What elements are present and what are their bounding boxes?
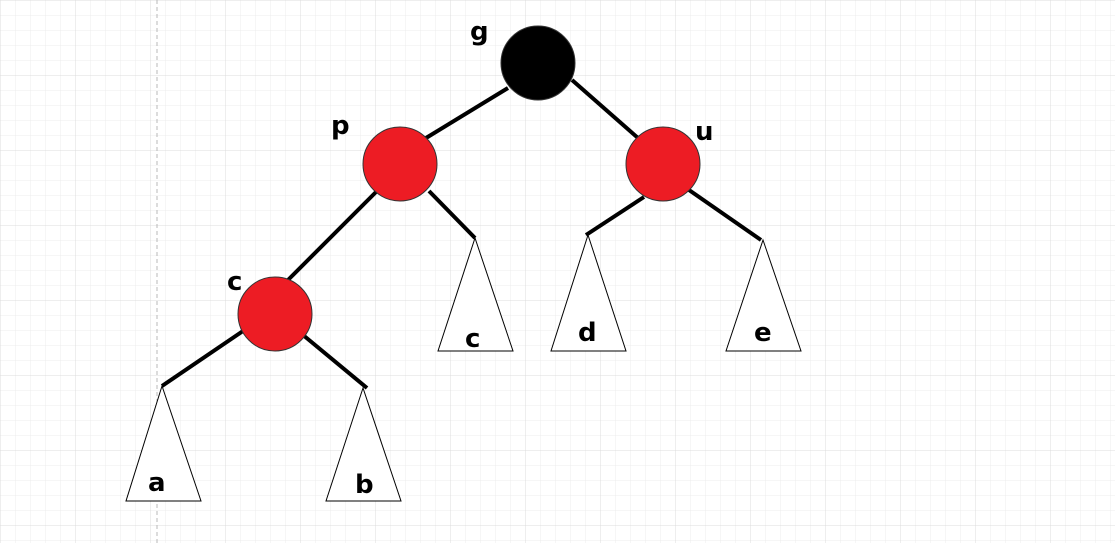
node-c-circle (237, 276, 313, 352)
edge-p-c (285, 190, 378, 283)
edge-c-subtree-b (301, 333, 369, 390)
subtree-c-triangle (437, 236, 514, 352)
subtree-b-triangle (325, 386, 402, 502)
subtree-e-triangle (725, 238, 802, 352)
subtree-a-triangle (125, 384, 202, 502)
subtree-a-label: a (148, 468, 166, 498)
edge-u-subtree-d (584, 195, 646, 237)
edge-p-subtree-c (427, 189, 477, 240)
subtree-c-label: c (465, 324, 480, 354)
node-g-circle (500, 25, 576, 101)
node-g-label: g (470, 17, 489, 47)
edges (160, 78, 763, 390)
subtrees (125, 233, 802, 502)
edge-c-subtree-a (160, 329, 245, 388)
node-c-label: c (227, 267, 242, 297)
subtree-e-label: e (754, 318, 772, 348)
subtree-d-triangle (550, 233, 627, 352)
subtree-d-label: d (578, 318, 597, 348)
edge-g-p (424, 86, 510, 140)
edge-g-u (570, 78, 640, 140)
edge-u-subtree-e (687, 188, 763, 242)
node-u-circle (625, 126, 701, 202)
node-u-label: u (695, 117, 714, 147)
node-p-label: p (331, 111, 350, 141)
nodes (237, 25, 701, 352)
subtree-b-label: b (355, 470, 374, 500)
node-p-circle (362, 126, 438, 202)
